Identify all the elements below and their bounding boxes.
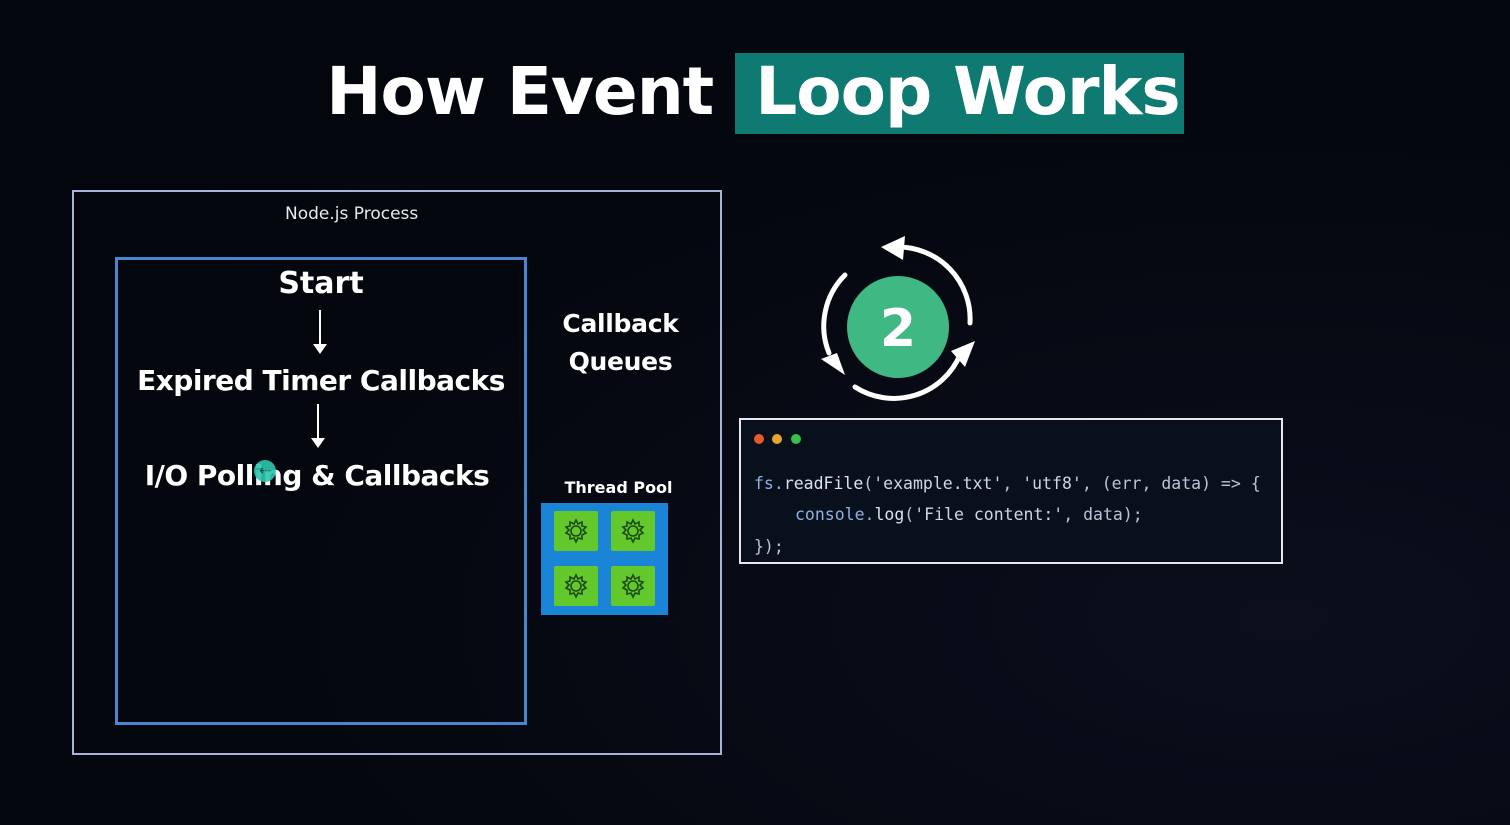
code-line-2: console.log('File content:', data); bbox=[795, 505, 1143, 524]
gear-icon bbox=[611, 511, 655, 551]
window-close-dot bbox=[754, 434, 764, 444]
window-minimize-dot bbox=[772, 434, 782, 444]
title-part-1: How Event bbox=[326, 53, 714, 130]
nodejs-process-label: Node.js Process bbox=[285, 204, 419, 224]
code-window bbox=[739, 418, 1283, 564]
loop-badge bbox=[847, 276, 949, 378]
callback-queues-line-2: Queues bbox=[568, 347, 673, 376]
event-loop-box bbox=[115, 257, 527, 725]
callback-queues-line-1: Callback bbox=[562, 309, 679, 338]
step-start: Start bbox=[278, 266, 364, 301]
cycle-arrowhead bbox=[951, 341, 975, 367]
cycle-arc bbox=[894, 244, 973, 326]
step-expired-timer-callbacks: Expired Timer Callbacks bbox=[137, 364, 505, 397]
gear-icon bbox=[554, 566, 598, 606]
loop-cycle-icon: 2 bbox=[821, 236, 975, 401]
cursor-icon: ⇠ bbox=[254, 460, 276, 482]
loop-number: 2 bbox=[880, 299, 916, 359]
gear-icon bbox=[554, 511, 598, 551]
cycle-arc bbox=[852, 352, 963, 401]
arrow-down-icon bbox=[313, 310, 327, 354]
gear-icon bbox=[611, 566, 655, 606]
nodejs-process-box bbox=[72, 190, 722, 755]
cycle-arrowhead bbox=[881, 236, 905, 260]
code-line-3: }); bbox=[754, 537, 784, 556]
cycle-arrowhead bbox=[821, 353, 845, 375]
code-line-1: fs.readFile('example.txt', 'utf8', (err,… bbox=[754, 474, 1261, 493]
title-highlight: Loop Works bbox=[735, 53, 1184, 134]
arrow-down-icon bbox=[311, 404, 325, 448]
window-maximize-dot bbox=[791, 434, 801, 444]
step-io-polling: I/O Polling & Callbacks bbox=[144, 459, 490, 492]
callback-queues-label: Callback Queues bbox=[548, 305, 693, 381]
cycle-arc bbox=[821, 272, 848, 356]
page-title: How Event Loop Works bbox=[0, 52, 1510, 134]
thread-pool-label: Thread Pool bbox=[564, 478, 673, 497]
